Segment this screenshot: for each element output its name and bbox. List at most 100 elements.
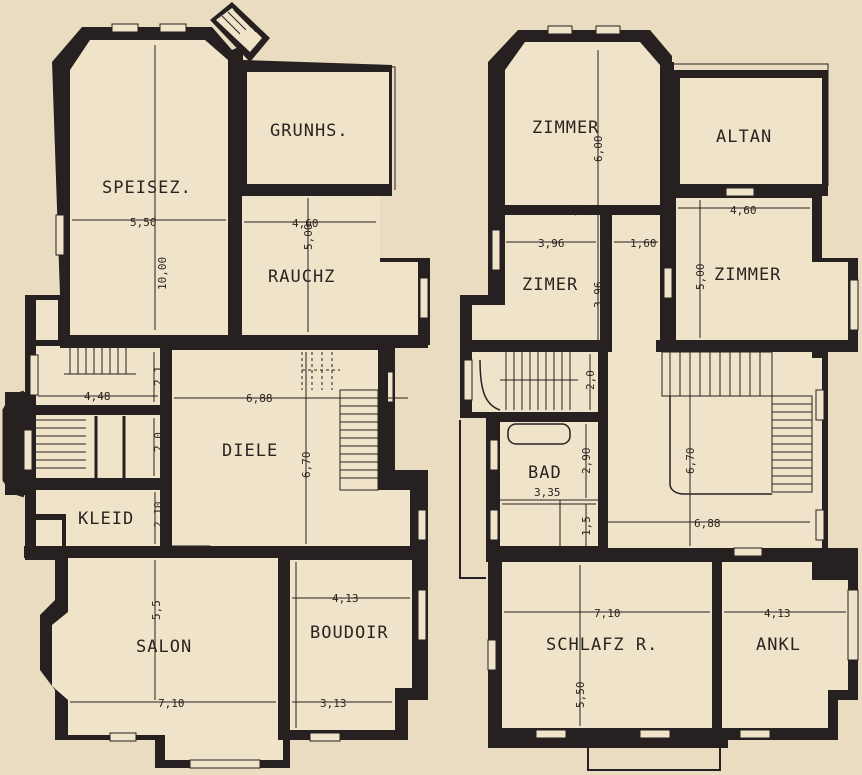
altan-floor [680, 78, 822, 184]
entry-floor [36, 415, 160, 478]
door-opening [612, 340, 656, 352]
dim-entry-height: 2,0 [152, 432, 165, 452]
partition [378, 345, 388, 485]
window [815, 389, 825, 421]
partition [160, 340, 172, 548]
dim-zimmer-right-height: 5,00 [694, 264, 707, 291]
partition [24, 478, 172, 490]
room-label-zimmer-right: ZIMMER [714, 265, 781, 285]
dim-salon-height: 5,5 [150, 600, 163, 620]
room-label-grunhs: GRUNHS. [270, 121, 349, 141]
salon-floor [52, 558, 278, 735]
dim-boudoir-width-lower: 3,13 [320, 697, 347, 710]
partition [228, 52, 242, 342]
window [733, 547, 763, 557]
window [639, 729, 671, 739]
window [111, 23, 139, 33]
window [595, 25, 621, 35]
window [55, 214, 65, 256]
zimmer-top-floor [505, 42, 660, 205]
window [23, 429, 33, 471]
partition [24, 546, 428, 558]
schlafzr-floor [502, 562, 712, 728]
window [547, 25, 573, 35]
zimmer-right-floor [676, 198, 848, 340]
partition [486, 548, 858, 562]
dim-hall-height: 6,70 [684, 448, 697, 475]
window [663, 267, 673, 299]
zimer-floor [472, 215, 600, 340]
dim-boudoir-width: 4,13 [332, 592, 359, 605]
entry-bay [2, 390, 25, 498]
door-opening [232, 542, 280, 546]
room-label-zimer: ZIMER [522, 275, 578, 295]
dim-kleid-height: 2,10 [152, 502, 165, 529]
ground-floor-plan: SPEISEZ. GRUNHS. RAUCHZ DIELE KLEID SALO… [2, 2, 430, 769]
entry-stair [36, 416, 126, 480]
partition [470, 340, 858, 352]
room-label-schlafzr: SCHLAFZ R. [546, 635, 658, 655]
window [815, 509, 825, 541]
ankl-floor [722, 562, 848, 728]
partition [486, 412, 600, 422]
partition [36, 514, 66, 520]
partition [36, 296, 60, 300]
dim-zimer-width: 3,96 [538, 237, 565, 250]
dim-vestibule-height: 2,1 [152, 366, 165, 386]
room-label-rauchz: RAUCHZ [268, 267, 335, 287]
dim-zimer-height: 3,96 [592, 282, 605, 309]
dim-schlafzr-height: 5,50 [574, 682, 587, 709]
window [417, 589, 427, 641]
dim-diele-width: 6,88 [246, 392, 273, 405]
partition [598, 352, 608, 552]
room-label-speisez: SPEISEZ. [102, 178, 192, 198]
window [489, 509, 499, 541]
partition [24, 405, 172, 415]
room-label-boudoir: BOUDOIR [310, 623, 389, 643]
partition [712, 558, 722, 738]
partition [58, 296, 62, 342]
partition [660, 62, 674, 348]
dim-ankl-width: 4,13 [764, 607, 791, 620]
room-label-altan: ALTAN [716, 127, 772, 147]
window [159, 23, 187, 33]
vestibule-stair [64, 348, 136, 375]
upper-stair [479, 352, 578, 411]
room-label-salon: SALON [136, 637, 192, 657]
partition [242, 184, 392, 196]
room-label-bad: BAD [528, 463, 562, 483]
dim-bad-width: 3,35 [534, 486, 561, 499]
boudoir-floor [290, 560, 412, 730]
upper-floor-plan: ZIMMER ALTAN ZIMER ZIMMER BAD SCHLAFZ R.… [459, 25, 859, 771]
grunhs-wall [242, 61, 396, 190]
window [725, 187, 755, 197]
dim-speisez-width: 5,50 [130, 216, 157, 229]
window [109, 732, 137, 742]
window [417, 509, 427, 541]
dim-bad-height: 2,90 [580, 448, 593, 475]
partition [278, 556, 290, 740]
window [309, 732, 341, 742]
window [491, 229, 501, 271]
dim-salon-width: 7,10 [158, 697, 185, 710]
dim-zimmer-top-height: 6,00 [592, 136, 605, 163]
dim-zimmer-right-width: 4,60 [730, 204, 757, 217]
dim-zimmer-top-width: 5,50 [566, 204, 593, 217]
window [489, 439, 499, 471]
bathtub [507, 423, 571, 445]
dim-bad-small: 1,5 [580, 516, 593, 536]
dim-schlafzr-width: 7,10 [594, 607, 621, 620]
dim-hall-width: 6,88 [694, 517, 721, 530]
room-label-ankl: ANKL [756, 635, 801, 655]
dim-speisez-height: 10,00 [156, 257, 169, 290]
zimer-side-floor [612, 215, 660, 340]
dim-diele-height: 6,70 [300, 452, 313, 479]
window [419, 277, 429, 319]
window [847, 589, 859, 661]
room-label-diele: DIELE [222, 441, 278, 461]
dim-rauchz-width: 4,60 [292, 217, 319, 230]
grunhs-floor [247, 72, 389, 184]
window [463, 359, 473, 401]
dim-zimer-side: 1,60 [630, 237, 657, 250]
